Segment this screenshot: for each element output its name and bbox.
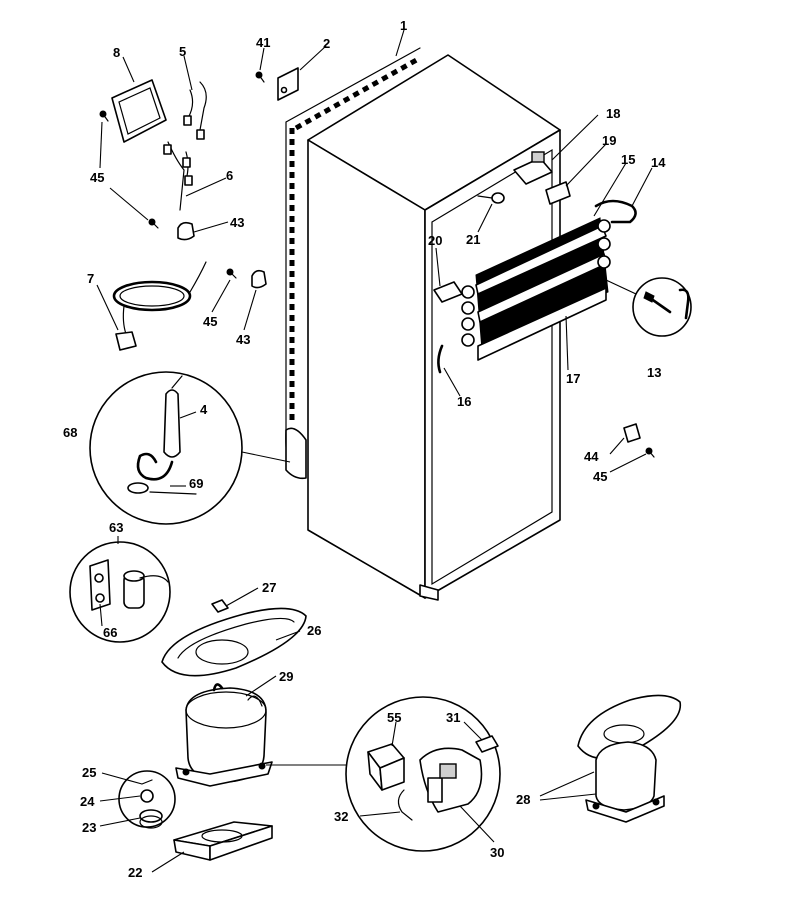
callout-2: 2 xyxy=(323,36,330,51)
defrost-heater-tray-17 xyxy=(477,287,607,361)
screw-41 xyxy=(255,71,265,83)
callout-16: 16 xyxy=(457,394,471,409)
cabinet-door-face xyxy=(424,129,561,599)
wire-harness-6 xyxy=(163,141,193,211)
callout-27: 27 xyxy=(262,580,276,595)
callout-22: 22 xyxy=(128,865,142,880)
grommet-23 xyxy=(139,809,163,829)
callout-17: 17 xyxy=(566,371,580,386)
evaporator-tube-ends xyxy=(461,219,611,347)
callout-63: 63 xyxy=(109,520,123,535)
callout-labels: 1 2 41 8 5 45 6 43 7 45 43 18 19 15 14 2… xyxy=(63,18,666,880)
screw-45-right xyxy=(645,447,655,458)
callout-6: 6 xyxy=(226,168,233,183)
callout-18: 18 xyxy=(606,106,620,121)
callout-7: 7 xyxy=(87,271,94,286)
sleeve-24 xyxy=(140,789,154,803)
drain-pan-26 xyxy=(161,607,307,677)
cabinet-left-side xyxy=(307,139,426,599)
cabinet-foot xyxy=(419,584,439,601)
overload-cover-55 xyxy=(367,743,405,791)
wire-harness-5 xyxy=(183,81,207,140)
callout-5: 5 xyxy=(179,44,186,59)
callout-43-upper: 43 xyxy=(230,215,244,230)
screw-45-top xyxy=(99,110,109,122)
part-16 xyxy=(437,344,444,374)
detail-circle-63 xyxy=(69,541,171,643)
evaporator-15 xyxy=(461,217,611,351)
callout-15: 15 xyxy=(621,152,635,167)
callout-31: 31 xyxy=(446,710,460,725)
callout-19: 19 xyxy=(602,133,616,148)
clip-43-upper xyxy=(177,221,195,241)
callout-45-top: 45 xyxy=(90,170,104,185)
door-gasket-outline xyxy=(431,148,553,586)
callout-4: 4 xyxy=(200,402,208,417)
wire-32 xyxy=(397,789,413,821)
condenser-top-coil xyxy=(294,55,422,131)
capacitor-bracket-66 xyxy=(89,559,111,611)
callout-43-lower: 43 xyxy=(236,332,250,347)
callout-45-right: 45 xyxy=(593,469,607,484)
bracket-19 xyxy=(545,181,571,205)
callout-69: 69 xyxy=(189,476,203,491)
cabinet-base-edge xyxy=(307,529,426,599)
callout-25: 25 xyxy=(82,765,96,780)
screw-45-mid xyxy=(148,218,159,229)
defrost-terminator-13 xyxy=(643,288,690,320)
callout-66: 66 xyxy=(103,625,117,640)
clip-43-lower xyxy=(251,269,267,289)
leader-lines xyxy=(96,29,653,873)
leader-68-condenser xyxy=(241,451,291,463)
leader-13-detail xyxy=(605,279,637,295)
power-cord-7 xyxy=(112,261,207,351)
thermostat-18 xyxy=(513,151,553,185)
callout-32: 32 xyxy=(334,809,348,824)
part-20 xyxy=(433,281,463,303)
base-plate-22 xyxy=(173,821,273,861)
callout-23: 23 xyxy=(82,820,96,835)
capacitor-63 xyxy=(123,570,169,609)
callout-1: 1 xyxy=(400,18,407,33)
callout-14: 14 xyxy=(651,155,666,170)
condenser-coil xyxy=(285,47,422,480)
clip-25 xyxy=(141,779,153,785)
part-21 xyxy=(477,192,505,204)
callout-45-lower: 45 xyxy=(203,314,217,329)
callout-26: 26 xyxy=(307,623,321,638)
drier-4 xyxy=(163,375,183,458)
callout-68: 68 xyxy=(63,425,77,440)
suction-tube-14 xyxy=(594,199,637,224)
tubing-69 xyxy=(127,452,197,495)
condenser-end xyxy=(285,427,307,480)
bracket-2 xyxy=(277,67,299,101)
callout-30: 30 xyxy=(490,845,504,860)
clip-44 xyxy=(623,423,641,443)
callout-8: 8 xyxy=(113,45,120,60)
relay-30 xyxy=(419,747,483,813)
nut-27 xyxy=(211,599,229,613)
callout-28: 28 xyxy=(516,792,530,807)
callout-20: 20 xyxy=(428,233,442,248)
callout-21: 21 xyxy=(466,232,480,247)
callout-44: 44 xyxy=(584,449,599,464)
callout-24: 24 xyxy=(80,794,95,809)
callout-29: 29 xyxy=(279,669,293,684)
callout-55: 55 xyxy=(387,710,401,725)
callout-41: 41 xyxy=(256,35,270,50)
bracket-2-hole xyxy=(280,86,288,94)
refrigerator-cabinet xyxy=(307,54,561,601)
compressor-29 xyxy=(175,683,273,787)
screw-45-lower xyxy=(226,268,237,279)
callout-13: 13 xyxy=(647,365,661,380)
compressor-assembly-28 xyxy=(577,694,682,823)
cover-8 xyxy=(111,79,167,143)
